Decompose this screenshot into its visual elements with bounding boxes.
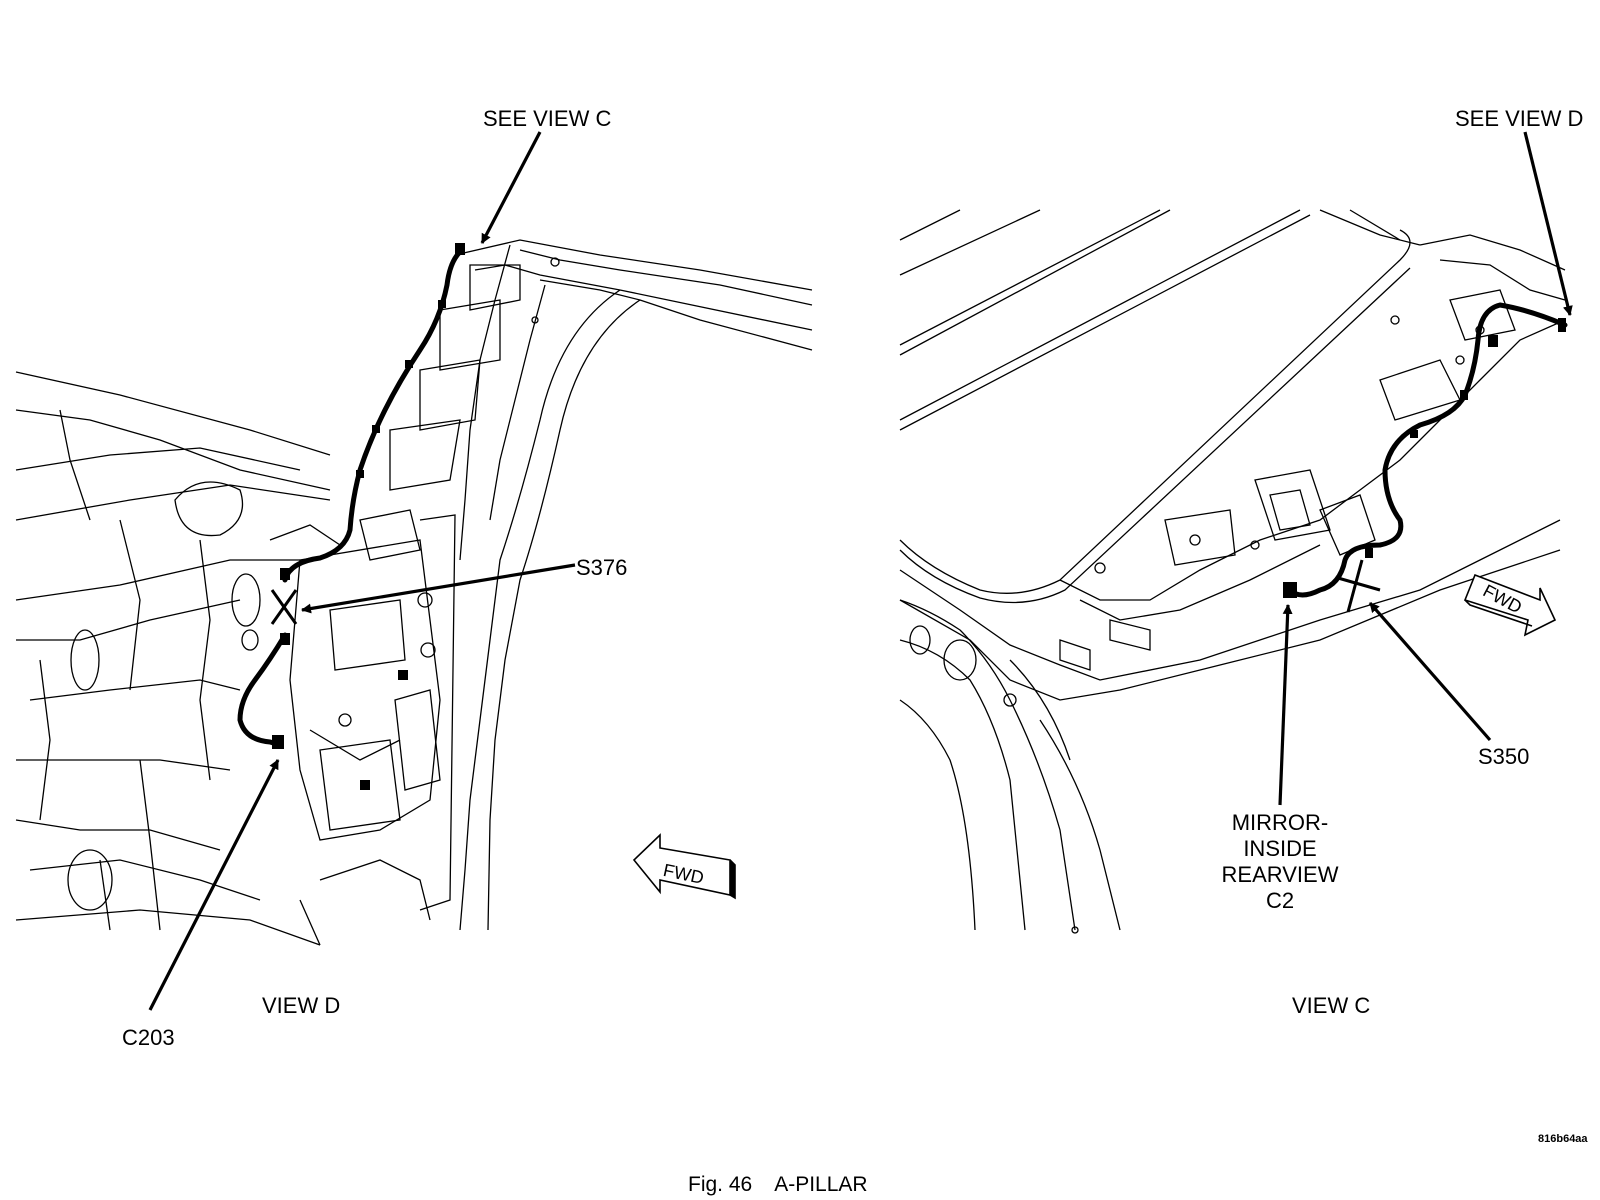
figure-title: A-PILLAR bbox=[774, 1173, 868, 1196]
view-c-title: VIEW C bbox=[1292, 993, 1371, 1018]
figure-number: Fig. 46 bbox=[688, 1173, 753, 1196]
mirror-inside-rearview-label: MIRROR- INSIDE REARVIEW C2 bbox=[1215, 810, 1345, 914]
s376-splice-mark bbox=[270, 589, 298, 625]
view-d-connectors bbox=[272, 243, 465, 790]
view-c-leaders bbox=[1278, 131, 1573, 806]
s350-label: S350 bbox=[1478, 744, 1530, 769]
mirror-label-line-4: C2 bbox=[1265, 888, 1295, 913]
see-view-c-label: SEE VIEW C bbox=[483, 106, 612, 131]
mirror-label-line-2: INSIDE bbox=[1243, 836, 1317, 861]
view-d-harness bbox=[237, 247, 465, 748]
view-d-drawing bbox=[15, 239, 813, 946]
image-code: 816b64aa bbox=[1538, 1133, 1588, 1145]
view-c-connectors bbox=[1283, 318, 1566, 598]
s376-label: S376 bbox=[576, 555, 628, 580]
view-d-leaders bbox=[148, 131, 576, 1011]
view-d-title: VIEW D bbox=[262, 993, 341, 1018]
c203-label: C203 bbox=[122, 1025, 175, 1050]
view-c-harness bbox=[1287, 302, 1568, 598]
fwd-arrow-right bbox=[1463, 573, 1557, 637]
mirror-label-line-1: MIRROR- bbox=[1231, 810, 1329, 835]
s350-splice-mark bbox=[1337, 559, 1381, 613]
see-view-d-label: SEE VIEW D bbox=[1455, 106, 1584, 131]
figure-caption: Fig. 46 A-PILLAR bbox=[688, 1174, 868, 1195]
mirror-label-line-3: REARVIEW bbox=[1221, 862, 1339, 887]
fwd-arrow-left bbox=[632, 833, 736, 900]
